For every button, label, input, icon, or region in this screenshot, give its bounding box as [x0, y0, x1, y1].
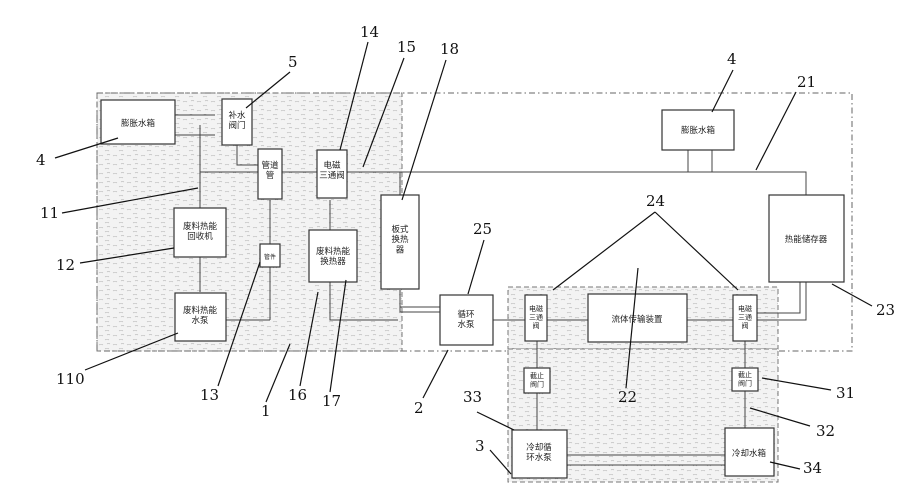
device-pipe-box: 管道管: [258, 149, 282, 199]
valve-31-left-box: 截止阀门: [524, 368, 550, 393]
small-pipe-13-box: 管件: [260, 244, 280, 267]
valve-24-right-box: 电磁三通阀: [733, 295, 757, 341]
svg-text:膨胀水箱: 膨胀水箱: [681, 125, 716, 136]
callout-17: 17: [322, 392, 341, 410]
svg-text:冷却水箱: 冷却水箱: [732, 448, 767, 459]
expansion-tank-right-box: 膨胀水箱: [662, 110, 734, 150]
callout-11: 11: [40, 204, 59, 222]
svg-text:冷却循环水泵: 冷却循环水泵: [526, 442, 552, 463]
callout-13: 13: [200, 386, 219, 404]
callout-110: 110: [56, 370, 85, 388]
callout-34: 34: [803, 459, 822, 477]
svg-text:热能储存器: 热能储存器: [785, 234, 828, 245]
callout-15: 15: [397, 38, 416, 56]
valve-31-right-box: 截止阀门: [732, 368, 758, 391]
svg-text:废料热能回收机: 废料热能回收机: [183, 221, 218, 242]
callout-24: 24: [646, 192, 665, 210]
svg-text:废料热能换热器: 废料热能换热器: [316, 246, 351, 267]
device-22-box: 流体传输装置: [588, 294, 687, 342]
heat-exchanger-18-box: 板式换热器: [381, 195, 419, 289]
waste-pump-110-box: 废料热能水泵: [175, 293, 226, 341]
pump-33-box: 冷却循环水泵: [512, 430, 567, 478]
waste-heat-recovery-box: 废料热能回收机: [174, 208, 226, 257]
callout-25: 25: [473, 220, 492, 238]
valve-24-left-box: 电磁三通阀: [525, 295, 547, 341]
svg-text:膨胀水箱: 膨胀水箱: [121, 118, 156, 129]
svg-text:管件: 管件: [264, 253, 276, 261]
valve-5-box: 补水阀门: [222, 99, 252, 145]
callout-14: 14: [360, 23, 379, 41]
callout-21: 21: [797, 73, 816, 91]
callout-31: 31: [836, 384, 855, 402]
water-heater-23-box: 热能储存器: [769, 195, 844, 282]
callout-18: 18: [440, 40, 459, 58]
cooling-tank-34-box: 冷却水箱: [725, 428, 774, 476]
valve-14-box: 电磁三通阀: [317, 150, 347, 198]
expansion-tank-left-box: 膨胀水箱: [101, 100, 175, 144]
svg-text:循环水泵: 循环水泵: [457, 309, 475, 330]
callout-33: 33: [463, 388, 482, 406]
callout-12: 12: [56, 256, 75, 274]
callout-1: 1: [261, 402, 271, 420]
callout-22: 22: [618, 388, 637, 406]
svg-text:截止阀门: 截止阀门: [530, 371, 544, 388]
callout-3: 3: [475, 437, 485, 455]
circulation-pump-2-box: 循环水泵: [440, 295, 493, 345]
callout-16: 16: [288, 386, 307, 404]
callout-5: 5: [288, 53, 298, 71]
callout-23: 23: [876, 301, 895, 319]
svg-text:流体传输装置: 流体传输装置: [611, 314, 663, 325]
callout-4-right: 4: [727, 50, 737, 68]
callout-2: 2: [414, 399, 424, 417]
svg-text:截止阀门: 截止阀门: [738, 370, 752, 387]
callout-4-left: 4: [36, 151, 46, 169]
callout-32: 32: [816, 422, 835, 440]
svg-text:补水阀门: 补水阀门: [228, 110, 246, 131]
waste-heat-exchanger-17-box: 废料热能换热器: [309, 230, 357, 282]
